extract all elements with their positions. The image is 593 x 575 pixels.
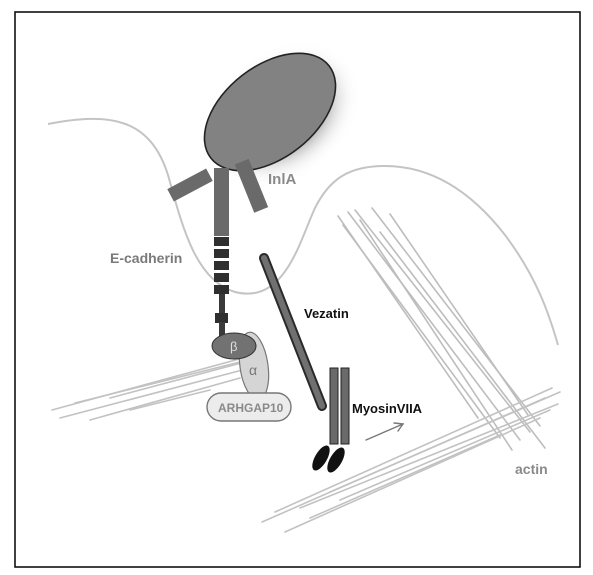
- label-actin: actin: [515, 461, 548, 477]
- label-ecadherin: E-cadherin: [110, 250, 182, 266]
- ecadherin-repeats: [214, 237, 229, 294]
- label-alpha: α: [249, 362, 257, 378]
- ecadherin-extracellular: [214, 168, 229, 236]
- label-beta: β: [230, 339, 237, 354]
- ecadherin-juxtamembrane: [215, 313, 228, 323]
- label-arhgap10: ARHGAP10: [218, 401, 284, 415]
- label-myosinviia: MyosinVIIA: [352, 401, 423, 416]
- label-inla: InlA: [268, 171, 296, 188]
- label-vezatin: Vezatin: [304, 306, 349, 321]
- ecadherin-transmembrane: [219, 294, 225, 314]
